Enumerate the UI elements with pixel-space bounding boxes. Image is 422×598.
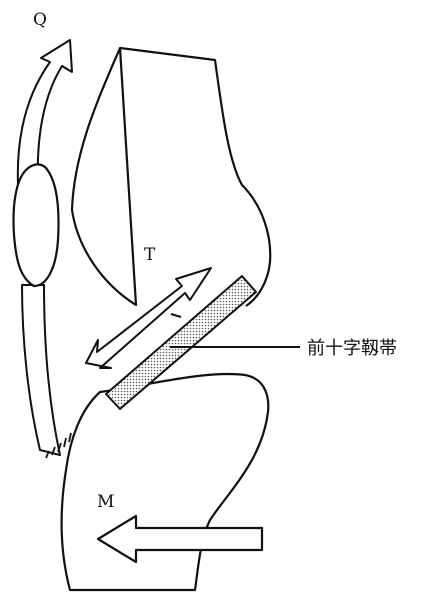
muscle-force-label: M [97, 494, 114, 511]
tibia-outline [62, 374, 269, 590]
patella [14, 164, 59, 286]
tension-minus-mark [171, 314, 181, 317]
acl-label: 前十字靱帯 [307, 340, 397, 358]
tension-label: T [144, 247, 155, 264]
quadriceps-force-label: Q [33, 12, 47, 29]
femur-outline [72, 48, 270, 306]
